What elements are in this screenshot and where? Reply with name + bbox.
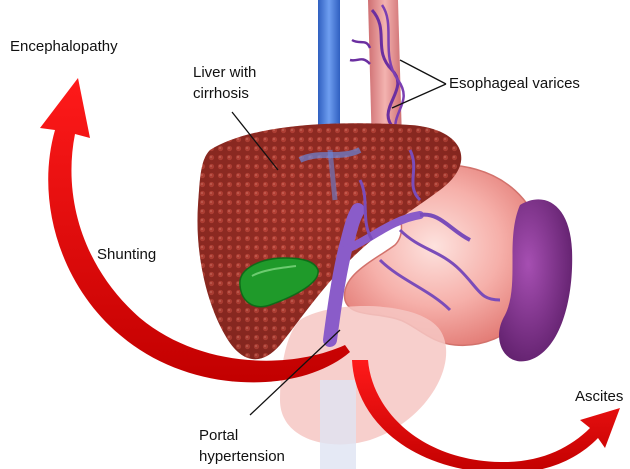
portal-label-line-1: Portal bbox=[199, 425, 285, 446]
liver-label-line-1: Liver with bbox=[193, 62, 256, 83]
encephalopathy-text: Encephalopathy bbox=[10, 36, 118, 57]
liver-cirrhosis-label: Liver with cirrhosis bbox=[193, 62, 256, 104]
portal-hypertension-label: Portal hypertension bbox=[199, 425, 285, 467]
shunting-label: Shunting bbox=[97, 244, 156, 265]
liver-label-line-2: cirrhosis bbox=[193, 83, 256, 104]
esophageal-varices-label: Esophageal varices bbox=[449, 73, 580, 94]
esophageal-varices-text: Esophageal varices bbox=[449, 73, 580, 94]
ascites-label: Ascites bbox=[575, 386, 623, 407]
shunting-text: Shunting bbox=[97, 244, 156, 265]
portal-label-line-2: hypertension bbox=[199, 446, 285, 467]
ascites-text: Ascites bbox=[575, 386, 623, 407]
encephalopathy-label: Encephalopathy bbox=[10, 36, 118, 57]
